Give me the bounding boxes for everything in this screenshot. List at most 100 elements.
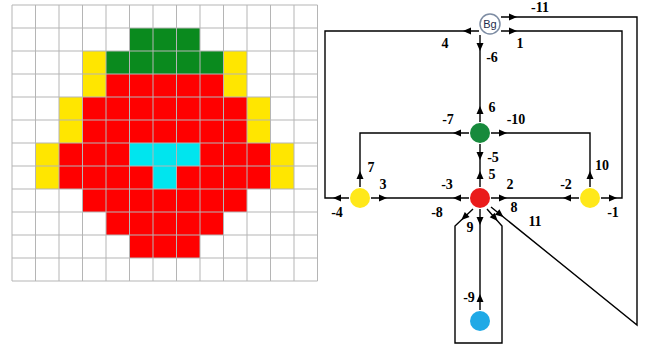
- edge-number: 6: [488, 101, 497, 115]
- yellow-cell: [224, 51, 248, 74]
- arrowhead: [477, 106, 484, 114]
- red-cells: [200, 143, 271, 166]
- edge-number: -4: [330, 206, 344, 220]
- edge-number: 9: [466, 221, 475, 235]
- arrowhead: [463, 28, 471, 35]
- edge-number: 3: [379, 178, 388, 192]
- arrowhead: [499, 195, 507, 202]
- edge-number: 4: [441, 37, 450, 51]
- edge-number: -5: [486, 151, 500, 165]
- arrowhead: [490, 213, 498, 221]
- green-cells: [130, 28, 201, 51]
- node-circle: [579, 187, 601, 209]
- yellow-cell: [247, 97, 271, 120]
- arrowhead: [477, 43, 484, 51]
- edge-number: -2: [559, 178, 573, 192]
- yellow-cell: [36, 166, 60, 189]
- arrowhead: [477, 294, 484, 302]
- red-cells: [83, 189, 248, 212]
- yellow-cell: [247, 120, 271, 143]
- connector: [479, 144, 480, 187]
- arrowhead: [477, 217, 484, 225]
- yellow-cell: [59, 97, 83, 120]
- green-node: [469, 122, 491, 144]
- edge-number: -8: [430, 206, 444, 220]
- edge-number: 5: [488, 168, 497, 182]
- red-cells: [59, 143, 130, 166]
- yellow-cell: [83, 74, 107, 97]
- arrowhead: [477, 171, 484, 179]
- red-cells: [83, 97, 248, 120]
- red-cells: [106, 74, 224, 97]
- red-cells: [83, 120, 248, 143]
- connector: [325, 31, 479, 198]
- node-circle: [469, 310, 491, 332]
- red-cells: [130, 235, 201, 258]
- red-cells: [106, 212, 224, 235]
- edge-number: -11: [530, 1, 550, 15]
- arrowhead: [499, 130, 507, 137]
- node-circle-outline: [350, 188, 370, 208]
- edge-number: -9: [462, 291, 476, 305]
- connector-group: [477, 144, 484, 187]
- node-circle: [469, 122, 491, 144]
- connector-group: [371, 195, 469, 202]
- connector-group: [491, 14, 637, 326]
- arrowhead: [453, 195, 461, 202]
- yellow-cell: [36, 143, 60, 166]
- arrowhead: [477, 152, 484, 160]
- arrowhead: [333, 195, 341, 202]
- arrowhead: [453, 130, 461, 137]
- edge-number: 1: [516, 37, 525, 51]
- yellow-cell: [271, 166, 295, 189]
- node-circle-outline: [470, 311, 490, 331]
- cyan-cells: [130, 143, 201, 166]
- green-cells: [106, 51, 224, 74]
- node-text: Bg: [483, 19, 496, 30]
- yellow-cell: [59, 120, 83, 143]
- background-node: Bg: [479, 13, 501, 35]
- edge-number: -3: [440, 178, 454, 192]
- node-circle-outline: [470, 188, 490, 208]
- arrowhead: [609, 195, 617, 202]
- edge-number: -7: [441, 113, 455, 127]
- yellow-cell: [271, 143, 295, 166]
- yellow-node: [579, 187, 601, 209]
- edge-number: -10: [506, 113, 527, 127]
- connector: [455, 209, 502, 343]
- connector-group: [477, 209, 484, 310]
- node-circle: [349, 187, 371, 209]
- connector: [501, 31, 622, 198]
- arrowhead: [509, 28, 517, 35]
- connector-group: [491, 195, 579, 202]
- edge-number: 11: [527, 215, 542, 229]
- edge-number: 10: [594, 159, 610, 173]
- arrowhead: [461, 212, 469, 220]
- cyan-cell: [153, 166, 177, 189]
- node-circle: [469, 187, 491, 209]
- connector-group: [477, 35, 484, 122]
- edge-number: -1: [606, 206, 620, 220]
- edge-number: 8: [510, 201, 519, 215]
- arrowhead: [495, 209, 503, 217]
- edge-number: 2: [506, 178, 515, 192]
- connector-group: [501, 28, 622, 202]
- connector-group: [325, 28, 479, 202]
- connector-group: [455, 209, 502, 343]
- arrowhead: [587, 171, 594, 179]
- edge-number: 7: [367, 161, 376, 175]
- arrowhead: [357, 171, 364, 179]
- node-circle-outline: [470, 123, 490, 143]
- connector: [491, 17, 637, 325]
- arrowhead: [379, 195, 387, 202]
- edge-number: -6: [485, 51, 499, 65]
- yellow-cell: [224, 74, 248, 97]
- node-circle-outline: [580, 188, 600, 208]
- node-circle-outline: [480, 14, 500, 34]
- red-node: [469, 187, 491, 209]
- arrowhead: [509, 14, 517, 21]
